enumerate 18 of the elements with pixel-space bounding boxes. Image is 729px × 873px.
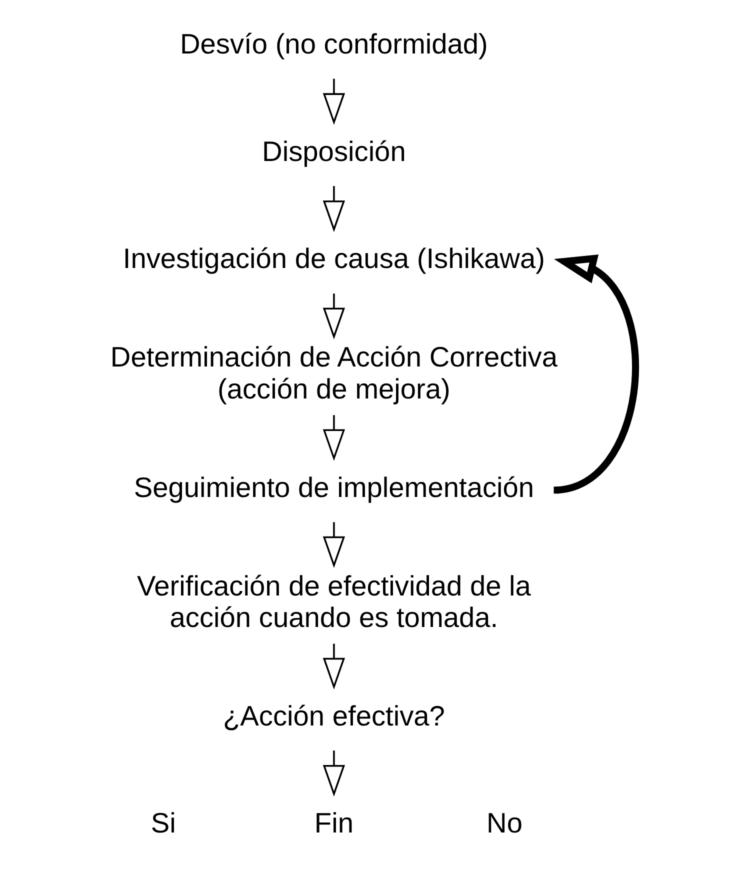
node-text: Determinación de Acción Correctiva (acción de mejora) (110, 342, 558, 404)
arrow (322, 522, 346, 568)
node-text: ¿Acción efectiva? (222, 700, 445, 732)
node-text: Verificación de efectividad de la acción cuando es tomada. (136, 570, 531, 633)
node-text: Investigación de causa (Ishikawa) (122, 243, 546, 274)
node-text: Disposición (262, 136, 406, 167)
arrow (322, 644, 346, 690)
label: Si (150, 808, 176, 839)
arrow (322, 186, 346, 232)
arrow (322, 750, 346, 797)
node-text: Seguimiento de implementación (134, 472, 534, 503)
arrow (322, 415, 346, 461)
node-text: Desvío (no conformidad) (180, 28, 488, 60)
arrow (553, 254, 640, 494)
node-text: Fin (314, 808, 354, 839)
arrow (322, 78, 346, 125)
arrow (322, 294, 346, 340)
label: No (486, 808, 523, 839)
